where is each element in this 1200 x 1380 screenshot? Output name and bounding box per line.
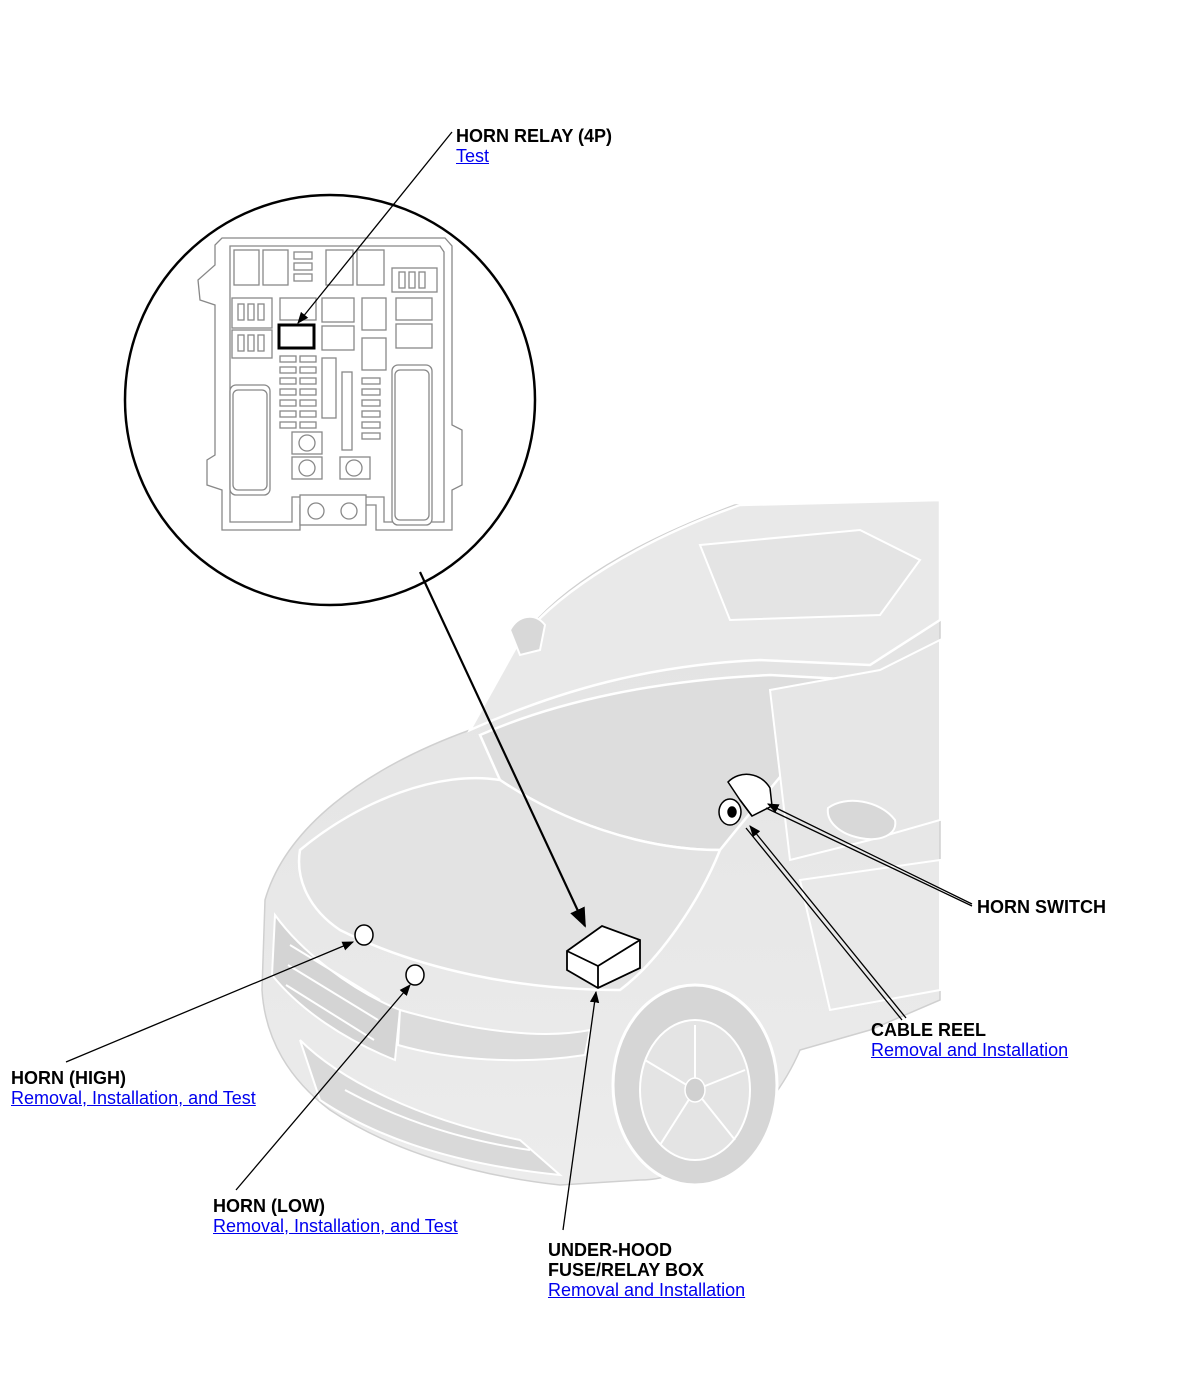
horn-relay-marker <box>277 323 316 350</box>
fuse-relay-box-icon <box>566 924 641 990</box>
horn-low-title: HORN (LOW) <box>213 1196 325 1216</box>
cable-reel-title: CABLE REEL <box>871 1020 987 1040</box>
horn-switch-icon <box>727 773 773 817</box>
callout-horn-switch: HORN SWITCH <box>977 897 1106 917</box>
horn-high-link[interactable]: Removal, Installation, and Test <box>11 1088 256 1108</box>
horn-low-link[interactable]: Removal, Installation, and Test <box>213 1216 458 1236</box>
fuse-box-inset <box>123 193 537 607</box>
callout-fuse-relay-box: UNDER-HOOD FUSE/RELAY BOX Removal and In… <box>548 1240 745 1300</box>
horn-switch-title: HORN SWITCH <box>977 897 1106 917</box>
leader-fuse-box <box>562 990 600 1231</box>
horn-relay-title: HORN RELAY (4P) <box>456 126 613 146</box>
leader-lines <box>65 131 973 1231</box>
leader-horn-low <box>235 984 411 1191</box>
callout-horn-high: HORN (HIGH) Removal, Installation, and T… <box>11 1068 256 1108</box>
horn-high-icon <box>354 924 374 946</box>
leader-horn-switch-2 <box>765 807 973 907</box>
leader-cable-reel <box>749 825 907 1019</box>
fuse-box-title-line2: FUSE/RELAY BOX <box>548 1260 705 1280</box>
callout-cable-reel: CABLE REEL Removal and Installation <box>871 1020 1068 1060</box>
leader-horn-high <box>65 941 355 1063</box>
leader-cable-reel-2 <box>745 827 903 1021</box>
horn-high-title: HORN (HIGH) <box>11 1068 126 1088</box>
leader-horn-switch <box>766 803 973 905</box>
leader-horn-relay <box>297 131 453 324</box>
leader-inset-to-box <box>419 571 586 928</box>
horn-relay-test-link[interactable]: Test <box>456 146 490 166</box>
callout-horn-relay: HORN RELAY (4P) Test <box>456 126 612 166</box>
cable-reel-link[interactable]: Removal and Installation <box>871 1040 1069 1060</box>
cable-reel-icon <box>718 798 742 826</box>
vehicle-illustration <box>261 498 942 1187</box>
horn-low-icon <box>405 964 425 986</box>
fuse-box-link[interactable]: Removal and Installation <box>548 1280 746 1300</box>
callout-horn-low: HORN (LOW) Removal, Installation, and Te… <box>213 1196 458 1236</box>
fuse-box-title-line1: UNDER-HOOD <box>548 1240 672 1260</box>
